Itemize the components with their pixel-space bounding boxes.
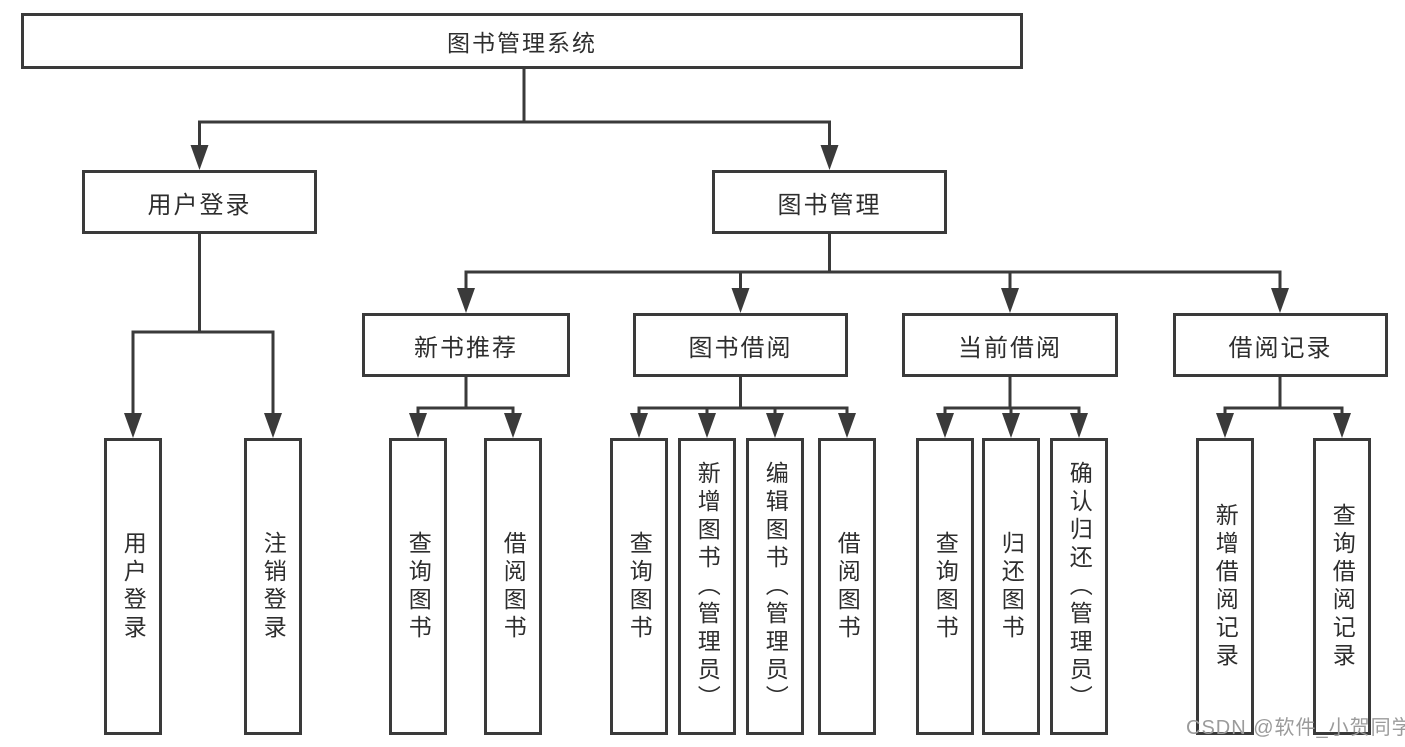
leaf-query-books-borrow: 查询图书 xyxy=(610,438,668,735)
leaf-label: 归还图书 xyxy=(998,530,1025,643)
leaf-logout: 注销登录 xyxy=(244,438,302,735)
leaf-query-books-recommend: 查询图书 xyxy=(389,438,447,735)
leaf-query-borrow-record: 查询借阅记录 xyxy=(1313,438,1371,735)
node-label: 图书管理 xyxy=(777,191,882,219)
leaf-label: 确认归还（管理员） xyxy=(1066,460,1093,713)
leaf-confirm-return-admin: 确认归还（管理员） xyxy=(1050,438,1108,735)
node-label: 图书管理系统 xyxy=(447,30,597,56)
leaf-add-borrow-record: 新增借阅记录 xyxy=(1196,438,1254,735)
leaf-label: 查询借阅记录 xyxy=(1329,502,1356,671)
leaf-user-login: 用户登录 xyxy=(104,438,162,735)
leaf-borrow-books-recommend: 借阅图书 xyxy=(484,438,542,735)
leaf-label: 注销登录 xyxy=(260,530,287,643)
node-new-book-recommend: 新书推荐 xyxy=(362,313,570,377)
node-label: 新书推荐 xyxy=(414,334,518,362)
node-book-management: 图书管理 xyxy=(712,170,947,234)
node-book-borrow: 图书借阅 xyxy=(633,313,848,377)
node-borrow-records: 借阅记录 xyxy=(1173,313,1388,377)
leaf-borrow-books: 借阅图书 xyxy=(818,438,876,735)
leaf-label: 查询图书 xyxy=(405,530,432,643)
leaf-label: 用户登录 xyxy=(120,530,147,643)
watermark: CSDN @软件_小贺同学 xyxy=(1186,717,1405,739)
node-label: 图书借阅 xyxy=(688,334,793,362)
leaf-add-books-admin: 新增图书（管理员） xyxy=(678,438,736,735)
node-label: 用户登录 xyxy=(147,191,252,219)
node-label: 借阅记录 xyxy=(1228,334,1333,362)
node-book-management-system: 图书管理系统 xyxy=(21,13,1023,69)
leaf-edit-books-admin: 编辑图书（管理员） xyxy=(746,438,804,735)
leaf-label: 查询图书 xyxy=(932,530,959,643)
leaf-return-books: 归还图书 xyxy=(982,438,1040,735)
node-current-borrow: 当前借阅 xyxy=(902,313,1118,377)
leaf-label: 新增图书（管理员） xyxy=(694,460,721,713)
leaf-label: 借阅图书 xyxy=(834,530,861,643)
leaf-query-books-current: 查询图书 xyxy=(916,438,974,735)
leaf-label: 新增借阅记录 xyxy=(1212,502,1239,671)
leaf-label: 查询图书 xyxy=(626,530,653,643)
node-user-login: 用户登录 xyxy=(82,170,317,234)
leaf-label: 借阅图书 xyxy=(500,530,527,643)
leaf-label: 编辑图书（管理员） xyxy=(762,460,789,713)
node-label: 当前借阅 xyxy=(958,334,1062,362)
